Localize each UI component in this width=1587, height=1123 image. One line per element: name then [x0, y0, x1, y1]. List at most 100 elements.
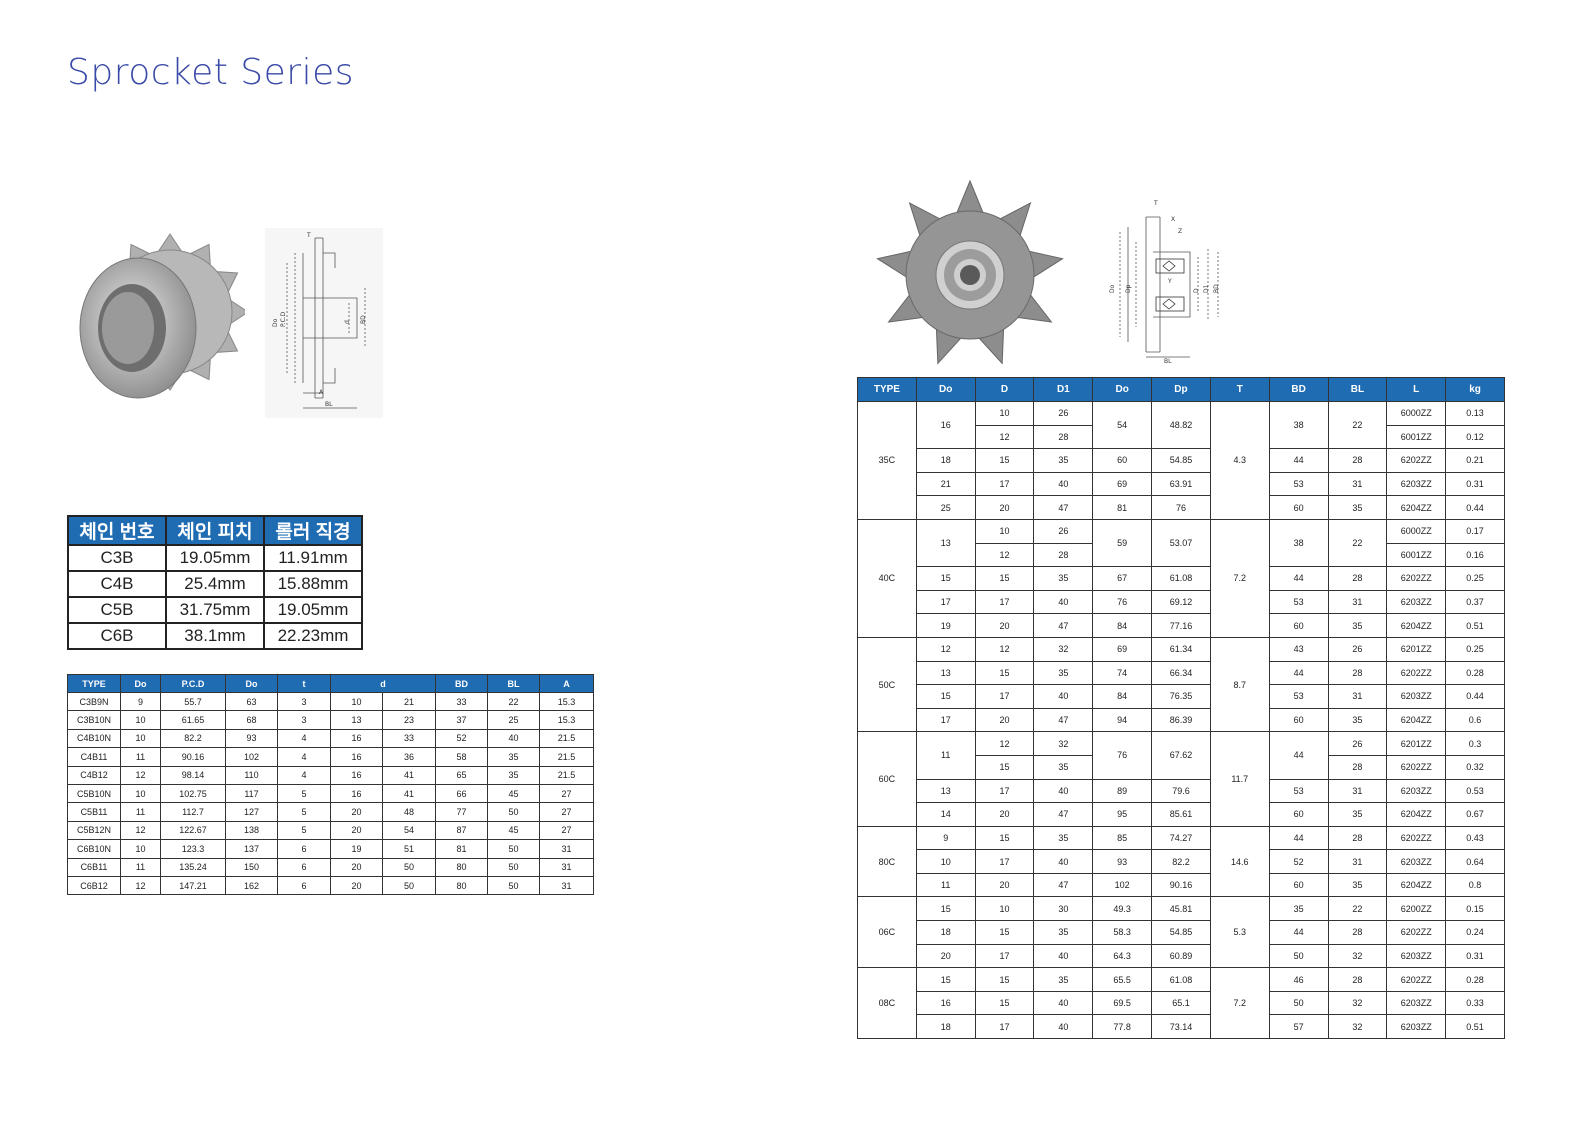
table-cell: 37: [435, 710, 488, 730]
table-cell: 13: [915, 660, 976, 686]
table-cell: 44: [1268, 566, 1329, 591]
table-cell: 38.1mm: [165, 622, 265, 650]
table-cell: 41: [382, 783, 436, 804]
table-cell: 5: [277, 783, 331, 804]
table-cell: 28: [1327, 660, 1388, 686]
table-cell: 27: [539, 802, 594, 822]
table-cell: 6203ZZ: [1386, 684, 1447, 709]
table-cell: 90.16: [1151, 872, 1211, 898]
table-cell: C3B10N: [67, 710, 121, 730]
table-cell: C4B11: [67, 747, 121, 767]
table-cell: 102: [1092, 872, 1153, 898]
column-header: A: [539, 674, 594, 693]
table-cell: 60: [1268, 613, 1329, 638]
table-cell: 19: [915, 613, 976, 638]
table-cell: 93: [1092, 849, 1153, 874]
column-header: D1: [1033, 377, 1094, 402]
table-cell: 68: [225, 710, 278, 730]
column-header: Do: [915, 377, 976, 402]
table-cell: 31: [1327, 471, 1388, 497]
svg-text:D1: D1: [1203, 284, 1210, 293]
table-cell: 9: [915, 825, 976, 851]
table-cell: 85.61: [1151, 802, 1211, 827]
table-cell: 32: [1327, 990, 1388, 1016]
table-cell: 5.3: [1209, 896, 1270, 969]
table-cell: 0.3: [1445, 731, 1505, 756]
table-cell: 45: [487, 783, 540, 804]
table-cell: 137: [225, 839, 278, 859]
table-cell: 19.05mm: [165, 544, 265, 572]
column-header: Do: [120, 674, 161, 693]
table-cell: 44: [1268, 731, 1329, 780]
table-cell: 63: [225, 691, 278, 712]
table-cell: 61.65: [160, 710, 226, 730]
svg-text:BL: BL: [1164, 358, 1172, 365]
svg-text:T: T: [306, 232, 311, 239]
column-header: BD: [435, 674, 488, 693]
table-cell: 85: [1092, 825, 1153, 851]
table-cell: C5B12N: [67, 820, 121, 841]
table-cell: 53: [1268, 589, 1329, 615]
column-header: kg: [1445, 377, 1505, 402]
table-cell: 6000ZZ: [1386, 518, 1447, 544]
table-cell: 17: [974, 778, 1035, 804]
table-cell: 150: [225, 857, 278, 877]
table-cell: 79.6: [1151, 778, 1211, 804]
table-cell: 4: [277, 765, 331, 785]
table-cell: 50: [382, 875, 436, 896]
table-cell: 0.15: [1445, 896, 1505, 922]
table-cell: 6202ZZ: [1386, 566, 1447, 591]
table-cell: 21.5: [539, 728, 594, 749]
table-cell: 16: [330, 728, 383, 749]
table-cell: 60.89: [1151, 943, 1211, 969]
table-cell: 50: [1268, 943, 1329, 969]
column-header: 체인 번호: [67, 515, 167, 546]
table-cell: 51: [382, 839, 436, 859]
table-cell: 6001ZZ: [1386, 542, 1447, 568]
table-cell: 6203ZZ: [1386, 778, 1447, 804]
table-cell: 65.5: [1092, 967, 1153, 992]
table-cell: 15: [915, 566, 976, 591]
table-cell: C3B9N: [67, 691, 121, 712]
table-cell: 43: [1268, 636, 1329, 662]
table-cell: 54: [382, 820, 436, 841]
table-header-row: 체인 번호 체인 피치 롤러 직경: [67, 515, 363, 546]
table-cell: 12: [120, 765, 161, 785]
table-cell: 50: [487, 839, 540, 859]
table-cell: 47: [1033, 872, 1094, 898]
table-cell: 19.05mm: [263, 596, 363, 624]
table-cell: 35: [1327, 802, 1388, 827]
table-cell: 69.12: [1151, 589, 1211, 615]
table-cell: 12: [974, 636, 1035, 662]
table-cell: 147.21: [160, 875, 226, 896]
column-header: P.C.D: [160, 674, 226, 693]
table-cell: 20: [330, 875, 383, 896]
table-cell: 0.44: [1445, 684, 1505, 709]
table-cell: 55.7: [160, 691, 226, 712]
table-cell: 0.33: [1445, 990, 1505, 1016]
table-cell: 0.51: [1445, 1014, 1505, 1040]
table-cell: 80: [435, 875, 488, 896]
table-cell: 6: [277, 875, 331, 896]
table-cell: 15: [915, 896, 976, 922]
table-cell: 15.3: [539, 691, 594, 712]
table-cell: 17: [974, 589, 1035, 615]
table-cell: 0.28: [1445, 967, 1505, 992]
table-cell: 17: [974, 943, 1035, 969]
table-cell: C5B10N: [67, 783, 121, 804]
table-cell: 28: [1327, 967, 1388, 992]
table-cell: 73.14: [1151, 1014, 1211, 1040]
table-cell: 74.27: [1151, 825, 1211, 851]
